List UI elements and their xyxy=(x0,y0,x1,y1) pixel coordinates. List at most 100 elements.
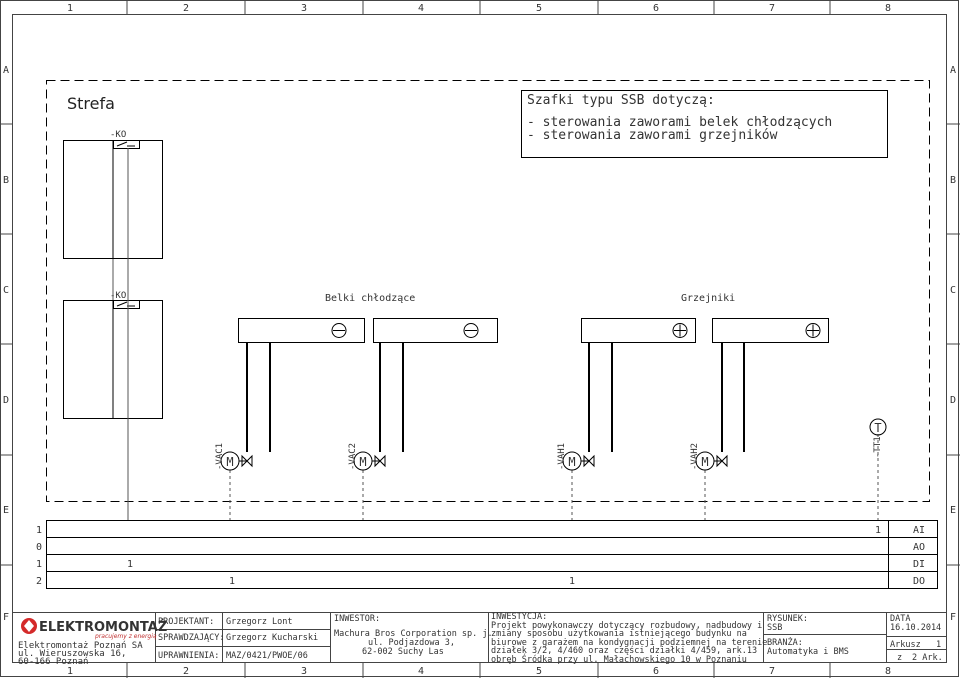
radiator-1 xyxy=(581,318,696,452)
io-row-do-c2: 1 xyxy=(229,576,235,587)
group-label-radiators: Grzejniki xyxy=(681,293,735,304)
relay-top-tag: -KO xyxy=(110,130,126,140)
col-label-7: 7 xyxy=(769,3,775,14)
checker-label: SPRAWDZAJĄCY: xyxy=(158,633,225,643)
cooling-beam-1 xyxy=(238,318,365,452)
zone-title: Strefa xyxy=(67,94,115,113)
investor-label: INWESTOR: xyxy=(334,614,380,624)
license-value: MAZ/0421/PWOE/06 xyxy=(226,651,308,661)
col-label-2-bottom: 2 xyxy=(183,666,189,677)
sensor-tt1-symbol: T xyxy=(874,421,881,435)
actuator-vac2: M -VAC2 xyxy=(348,443,386,471)
drawing-label: RYSUNEK: xyxy=(767,614,808,624)
investor-line-2: ul. Podjazdowa 3, xyxy=(368,638,455,648)
note-box xyxy=(521,90,888,158)
investor-line-1: Machura Bros Corporation sp. j. xyxy=(334,629,493,639)
branch-value: Automatyka i BMS xyxy=(767,647,849,657)
cooling-beam-2 xyxy=(373,318,498,452)
group-label-beams: Belki chłodzące xyxy=(325,293,415,304)
designer-label: PROJEKTANT: xyxy=(158,617,214,627)
note-line-1: - sterowania zaworami belek chłodzących xyxy=(527,115,832,130)
io-row-ai-count: 1 xyxy=(36,525,42,536)
actuator-vac1-tag: -VAC1 xyxy=(215,443,225,470)
actuator-vah1-symbol: M xyxy=(568,455,575,469)
project-line-5: obręb Śródka przy ul. Małachowskiego 10 … xyxy=(491,653,747,665)
row-label-a-right: A xyxy=(950,65,956,76)
project-line-1: Projekt powykonawczy dotyczący rozbudowy… xyxy=(491,621,762,631)
col-label-6: 6 xyxy=(653,3,659,14)
project-line-4: działek 3/2, 4/460 oraz części działki 4… xyxy=(491,645,757,656)
col-label-8-bottom: 8 xyxy=(885,666,891,677)
relay-top: -KO xyxy=(63,130,163,259)
io-row-do-count: 2 xyxy=(36,576,42,587)
project-line-3: biurowe z garażem na kondygnacji podziem… xyxy=(491,638,767,648)
logo-slogan: pracujemy z energią xyxy=(94,633,157,640)
date-label: DATA xyxy=(890,614,910,624)
actuator-vah1: M -VAH1 xyxy=(557,443,595,471)
date-value: 16.10.2014 xyxy=(890,623,941,633)
company-line-1: Elektromontaż Poznań SA xyxy=(18,641,143,651)
relay-bottom-tag: -KO xyxy=(110,291,126,301)
col-label-3-bottom: 3 xyxy=(301,666,307,677)
io-row-di-c1: 1 xyxy=(127,559,133,570)
row-label-d-right: D xyxy=(950,395,956,406)
actuator-vah2: M -VAH2 xyxy=(690,443,728,471)
io-table xyxy=(46,520,938,589)
company-line-3: 60-166 Poznań xyxy=(18,657,88,667)
note-line-2: - sterowania zaworami grzejników xyxy=(527,128,778,143)
col-label-3: 3 xyxy=(301,3,307,14)
checker-name: Grzegorz Kucharski xyxy=(226,633,318,643)
actuator-vah2-symbol: M xyxy=(701,455,708,469)
io-type-ai: AI xyxy=(913,525,925,536)
title-block-frame xyxy=(12,612,947,663)
row-ticks xyxy=(0,123,960,566)
sheet-of-value: 2 Ark. xyxy=(912,653,943,663)
io-type-do: DO xyxy=(913,576,925,587)
column-ticks xyxy=(126,0,831,678)
row-label-f-right: F xyxy=(950,612,956,623)
row-label-d: D xyxy=(3,395,9,406)
sheet-label: Arkusz xyxy=(890,640,921,650)
logo-wordmark: ELEKTROMONTAŻ xyxy=(39,619,167,635)
io-row-ai-right: 1 xyxy=(875,525,881,536)
col-label-7-bottom: 7 xyxy=(769,666,775,677)
zone-boundary xyxy=(46,80,930,502)
col-label-1-bottom: 1 xyxy=(67,666,73,677)
actuator-vac2-symbol: M xyxy=(359,455,366,469)
actuator-vah1-tag: -VAH1 xyxy=(557,443,567,470)
actuator-vac2-tag: -VAC2 xyxy=(348,443,358,470)
radiator-2 xyxy=(712,318,829,452)
sheet-of-label: z xyxy=(897,653,902,663)
project-label: INWESTYCJA: xyxy=(491,612,547,622)
col-label-5-bottom: 5 xyxy=(536,666,542,677)
branch-label: BRANŻA: xyxy=(767,637,803,648)
project-line-2: zmiany sposobu użytkowania istniejącego … xyxy=(491,629,747,639)
company-logo: ELEKTROMONTAŻ pracujemy z energią xyxy=(21,618,167,640)
designer-name: Grzegorz Lont xyxy=(226,617,293,627)
row-label-b-right: B xyxy=(950,175,956,186)
row-label-c: C xyxy=(3,285,9,296)
row-label-b: B xyxy=(3,175,9,186)
row-label-f: F xyxy=(3,612,9,623)
sensor-tt1-tag: -TT1 xyxy=(873,436,883,458)
inner-frame xyxy=(12,14,947,663)
investor-line-3: 62-002 Suchy Las xyxy=(362,647,444,657)
row-label-e-right: E xyxy=(950,505,956,516)
row-label-c-right: C xyxy=(950,285,956,296)
io-row-ao-count: 0 xyxy=(36,542,42,553)
col-label-4: 4 xyxy=(418,3,424,14)
io-type-di: DI xyxy=(913,559,925,570)
col-label-6-bottom: 6 xyxy=(653,666,659,677)
row-label-e: E xyxy=(3,505,9,516)
io-type-ao: AO xyxy=(913,542,925,553)
actuator-vac1: M -VAC1 xyxy=(215,443,253,471)
relay-bottom: -KO xyxy=(63,291,163,419)
io-row-do-c3: 1 xyxy=(569,576,575,587)
col-label-5: 5 xyxy=(536,3,542,14)
temperature-sensor-tt1: T -TT1 xyxy=(869,418,887,458)
row-label-a: A xyxy=(3,65,9,76)
actuator-vac1-symbol: M xyxy=(226,455,233,469)
drawing-value: SSB xyxy=(767,623,782,633)
note-heading: Szafki typu SSB dotyczą: xyxy=(527,93,715,108)
